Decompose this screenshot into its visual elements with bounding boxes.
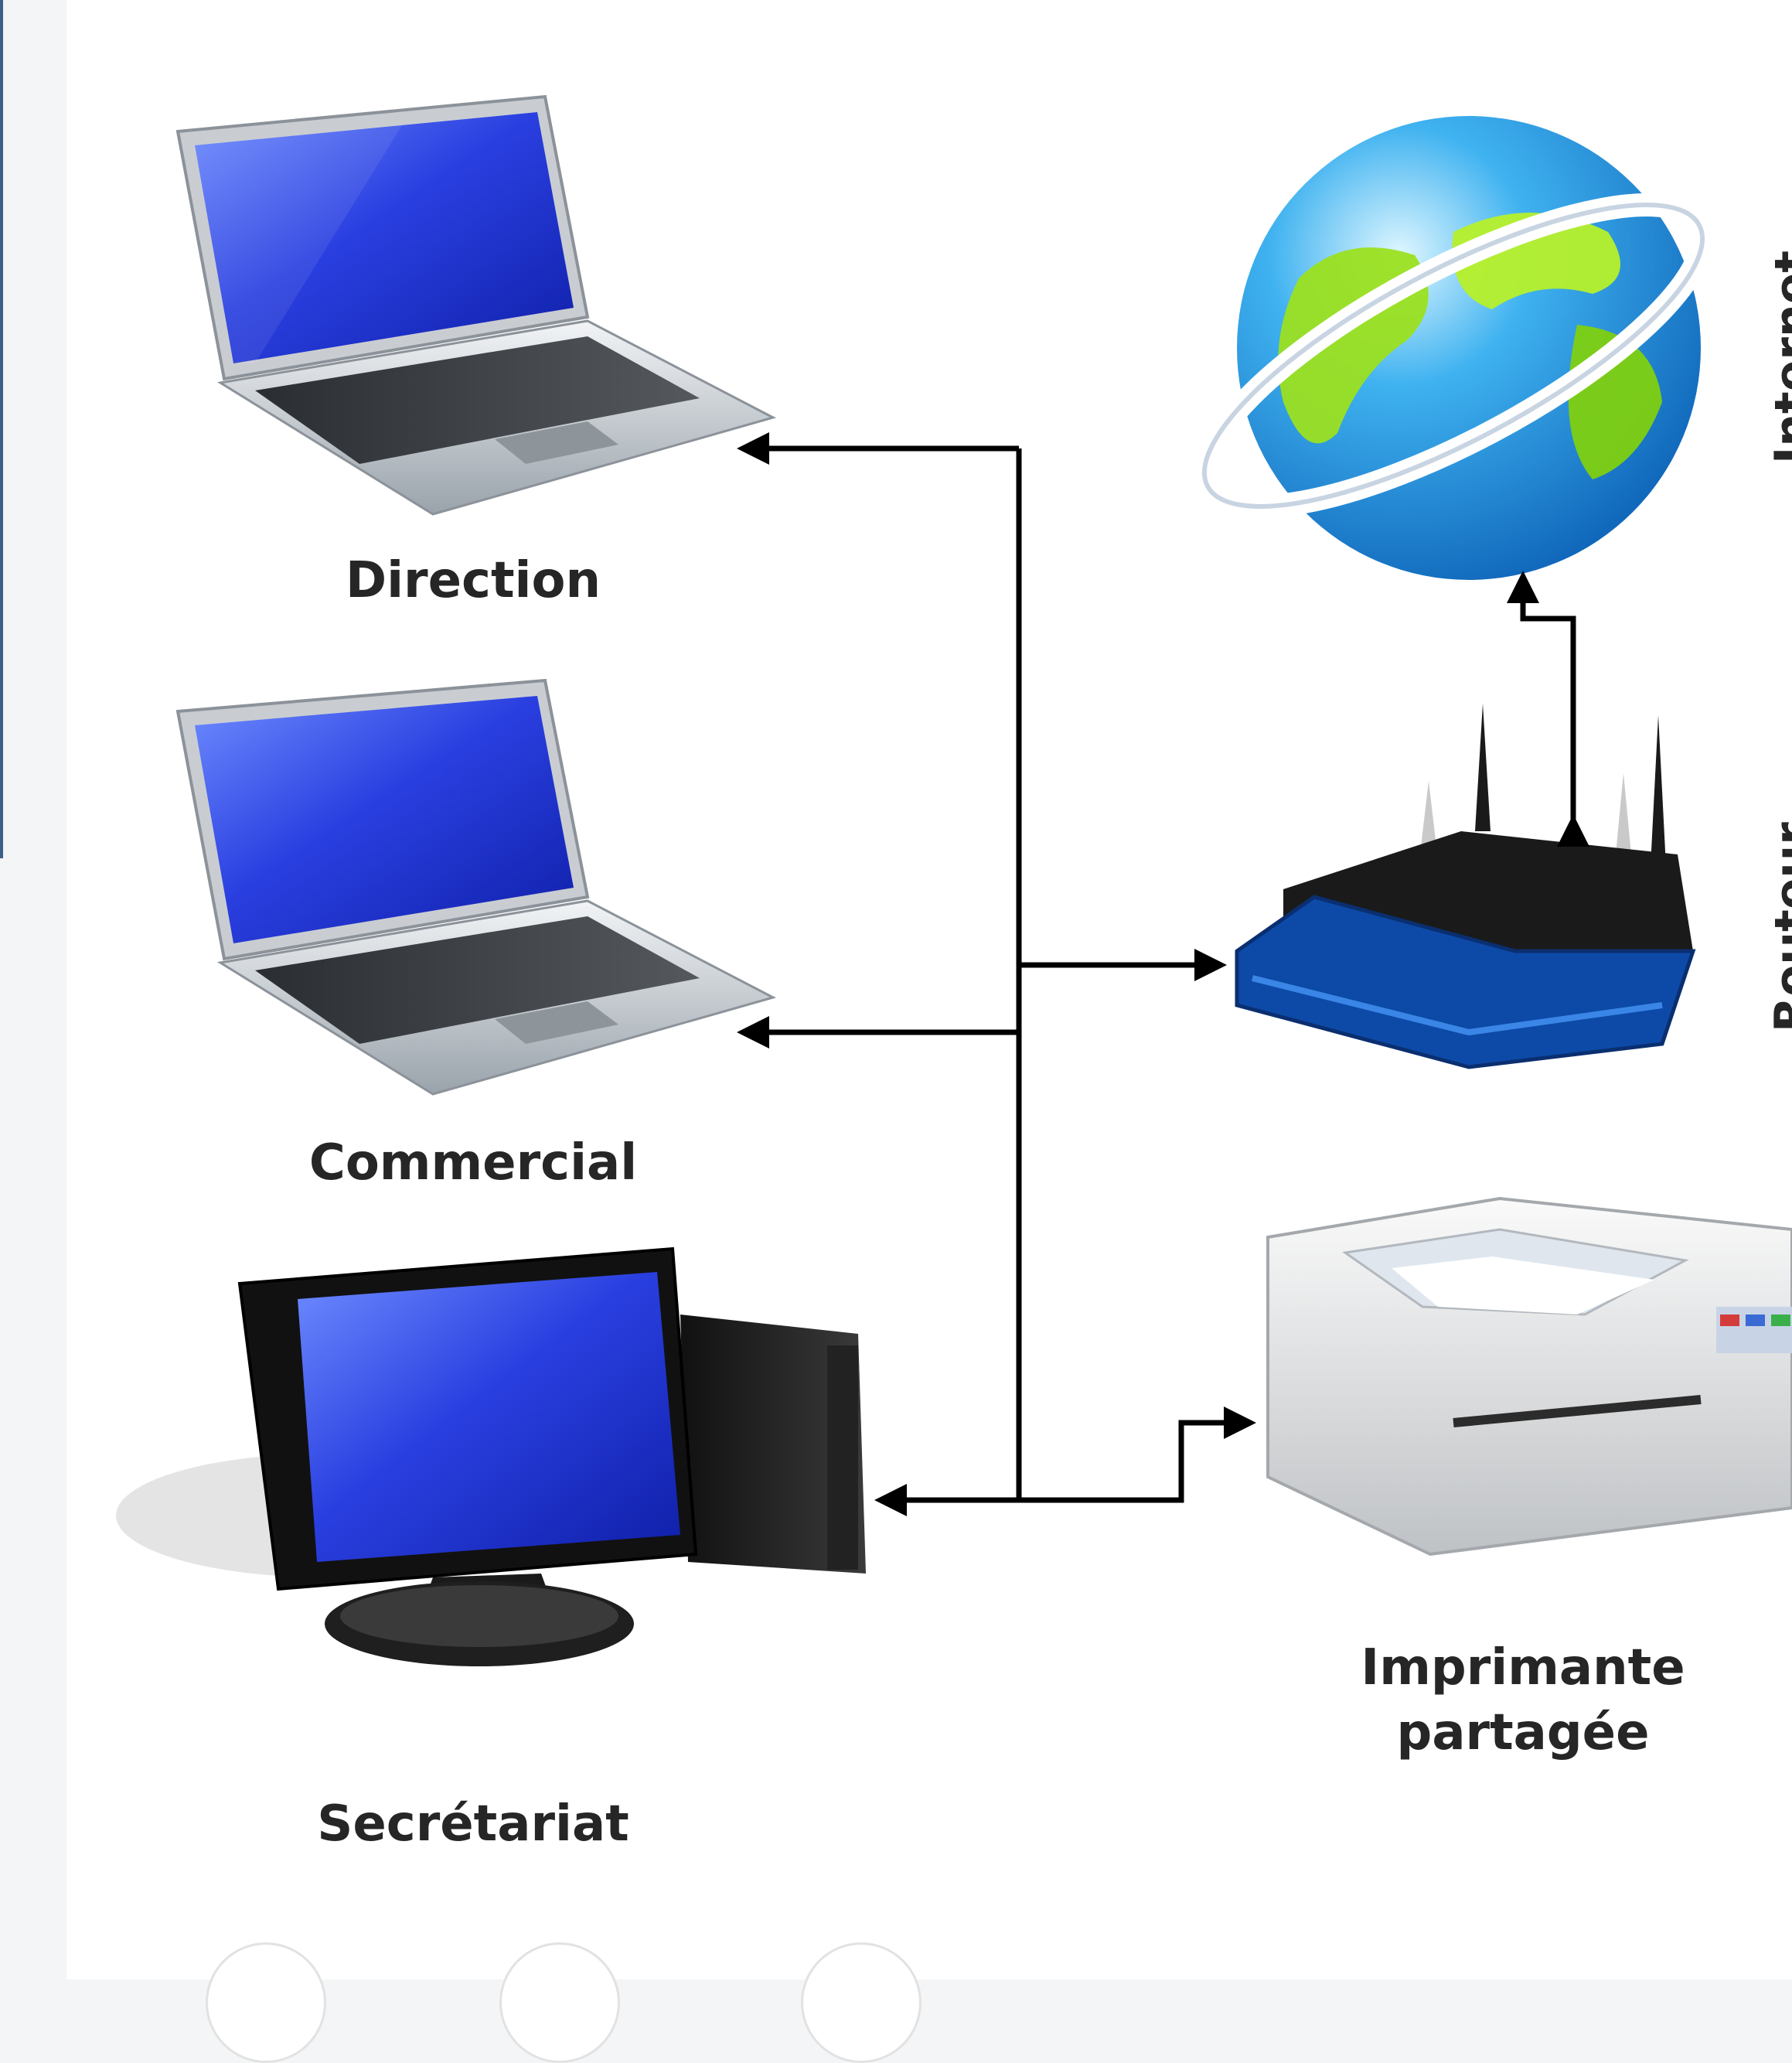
network-links (737, 432, 1589, 1516)
direction-label: Direction (346, 552, 601, 609)
commercial-label: Commercial (309, 1134, 637, 1192)
pagination-dot[interactable] (206, 1942, 326, 2063)
printer-label-line2: partagée (1397, 1704, 1650, 1761)
internet-label: Internet (1765, 251, 1792, 464)
left-edge-bar (0, 0, 3, 858)
globe-icon (1192, 116, 1715, 580)
diagram-card: Direction Commercial Secrétariat Interne… (66, 0, 1792, 2063)
network-diagram: Direction Commercial Secrétariat Interne… (116, 94, 1792, 1853)
router-label: Routeur (1765, 822, 1792, 1032)
pagination-dot[interactable] (499, 1942, 620, 2063)
printer-label-line1: Imprimante (1361, 1639, 1685, 1696)
pagination-dots (206, 1942, 948, 2063)
printer-icon (1266, 1196, 1792, 1557)
secretariat-label: Secrétariat (317, 1795, 629, 1853)
laptop-icon (175, 94, 777, 516)
link-printer (1019, 1407, 1256, 1503)
wifi-router-icon (1235, 704, 1696, 1069)
pagination-dot[interactable] (801, 1942, 922, 2063)
desktop-computer-icon (116, 1246, 866, 1666)
link-router-internet (1507, 571, 1589, 847)
laptop-icon (175, 678, 777, 1096)
